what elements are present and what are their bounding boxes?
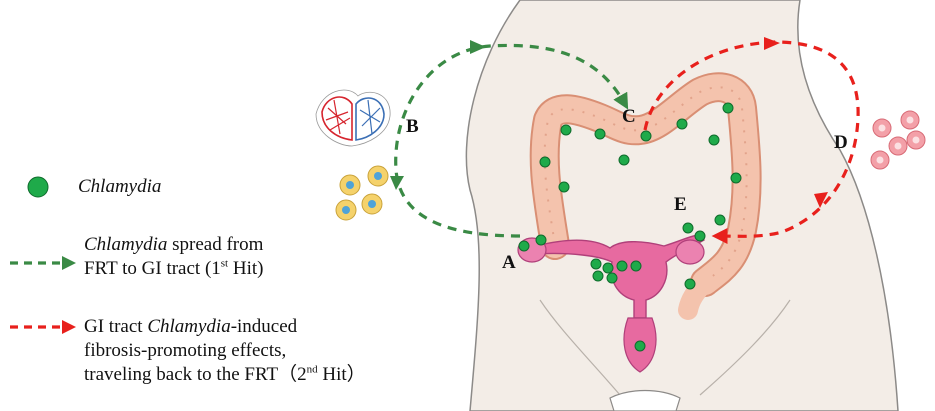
red-arrowhead-right (814, 192, 828, 208)
legend-chlamydia-label: Chlamydia (78, 176, 162, 197)
green-arrowhead-left (390, 176, 404, 190)
label-b: B (406, 116, 419, 137)
fibrosis-cells-icon (870, 110, 926, 170)
label-a: A (502, 252, 516, 273)
red-return-arrow (643, 40, 860, 245)
legend-red-arrowhead-icon (62, 320, 76, 334)
label-e: E (674, 194, 687, 215)
legend-red-line2: fibrosis-promoting effects, (84, 340, 287, 361)
red-arrowhead-top (764, 37, 780, 50)
legend-red-line1: GI tract Chlamydia-induced (84, 316, 298, 337)
legend-chlamydia-dot-icon (27, 176, 49, 198)
legend-green-line1: Chlamydia spread from (84, 234, 264, 255)
legend-red-arrow-text: GI tract Chlamydia-induced fibrosis-prom… (84, 315, 366, 387)
immune-cells-icon (335, 165, 389, 221)
label-c: C (622, 106, 636, 127)
colon-illustration (529, 72, 762, 320)
blood-vessel-icon (315, 89, 391, 147)
green-spread-arrow (394, 43, 629, 238)
green-arrowhead-top (470, 40, 486, 54)
chlamydia-particles (518, 102, 742, 352)
legend-red-line3: traveling back to the FRT（2nd Hit） (84, 363, 366, 385)
legend-green-line2: FRT to GI tract (1st Hit) (84, 257, 264, 279)
legend-green-arrowhead-icon (62, 256, 76, 270)
label-d: D (834, 132, 848, 153)
legend-green-arrow-text: Chlamydia spread from FRT to GI tract (1… (84, 233, 263, 281)
